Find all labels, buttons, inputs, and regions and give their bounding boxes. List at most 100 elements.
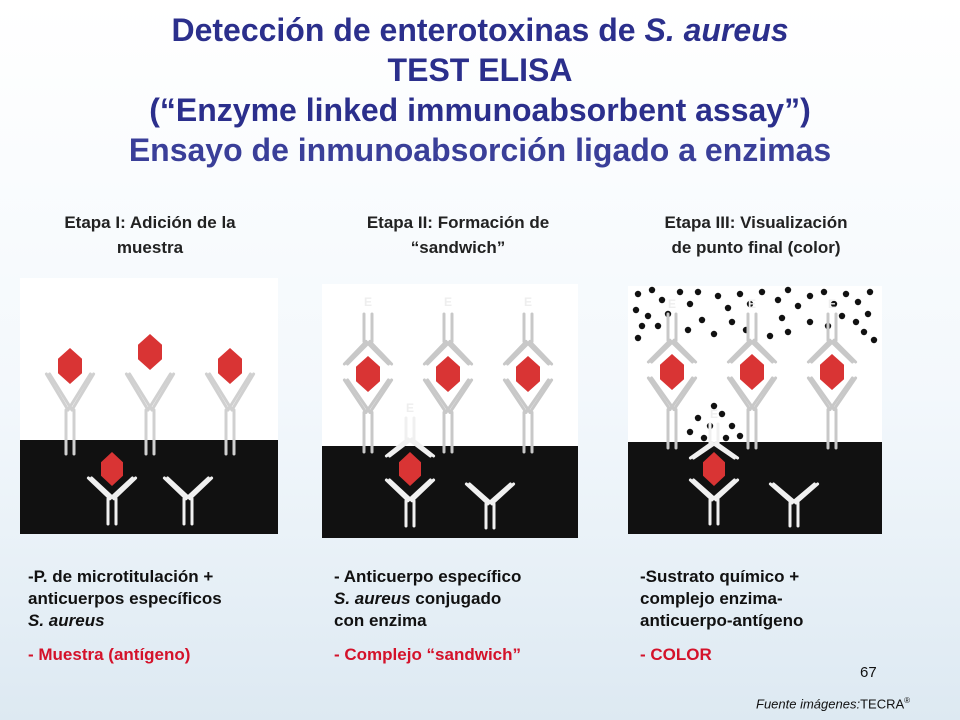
substrate-dot (698, 316, 706, 324)
stage-3-description: -Sustrato químico + complejo enzima- ant… (640, 566, 940, 666)
antibody-icon (86, 476, 138, 526)
stage-1-description: -P. de microtitulación + anticuerpos esp… (28, 566, 328, 666)
substrate-dot (648, 286, 656, 294)
image-source: Fuente imágenes:TECRA® (756, 696, 911, 712)
substrate-dot (736, 290, 744, 298)
substrate-dot (658, 296, 666, 304)
substrate-dot (820, 288, 828, 296)
antibody-icon (44, 372, 96, 456)
substrate-dot (694, 414, 702, 422)
well-surface (628, 442, 882, 534)
antigen-icon (58, 348, 82, 384)
antibody-icon (384, 478, 436, 528)
antibody-icon (464, 482, 516, 530)
antigen-icon (820, 354, 844, 390)
enzyme-label: E (668, 297, 676, 311)
substrate-dot (736, 432, 744, 440)
substrate-dot (830, 300, 838, 308)
antigen-icon (399, 452, 421, 486)
title-species: S. aureus (644, 12, 789, 48)
substrate-dot (644, 312, 652, 320)
antibody-icon (806, 312, 858, 364)
enzyme-label: E (524, 295, 532, 309)
substrate-dot (864, 310, 872, 318)
substrate-dot (870, 336, 878, 344)
substrate-dot (676, 288, 684, 296)
substrate-dot (728, 318, 736, 326)
substrate-dot (784, 286, 792, 294)
substrate-dot (854, 298, 862, 306)
stage-1-illustration (20, 278, 278, 534)
antibody-icon (342, 312, 394, 366)
antibody-icon (688, 422, 740, 460)
enzyme-label: E (828, 297, 836, 311)
substrate-dot (718, 410, 726, 418)
title-main-text: Detección de enterotoxinas de (171, 12, 645, 48)
antibody-icon (502, 378, 554, 454)
antibody-icon (726, 376, 778, 450)
antibody-icon (124, 372, 176, 456)
enzyme-label: E (364, 295, 372, 309)
substrate-dot (774, 296, 782, 304)
stage-2-highlight: - Complejo “sandwich” (334, 645, 522, 664)
substrate-dot (722, 434, 730, 442)
substrate-dot (694, 288, 702, 296)
stage-2-title: Etapa II: Formación de “sandwich” (366, 213, 550, 257)
stage-1-diagram (20, 278, 278, 534)
substrate-dot (638, 322, 646, 330)
substrate-dot (778, 314, 786, 322)
title-line-3: (“Enzyme linked immunoabsorbent assay”) (149, 92, 811, 128)
antigen-icon (101, 452, 123, 486)
slide-number: 67 (860, 664, 877, 681)
substrate-dot (842, 290, 850, 298)
substrate-dot (806, 292, 814, 300)
substrate-dot (794, 302, 802, 310)
title-line-4: Ensayo de inmunoabsorción ligado a enzim… (128, 132, 832, 168)
antigen-icon (138, 334, 162, 370)
antibody-icon (646, 376, 698, 450)
enzyme-label: E (406, 401, 414, 415)
substrate-dot (714, 292, 722, 300)
antibody-icon (342, 378, 394, 454)
substrate-dot (852, 318, 860, 326)
substrate-dot (728, 422, 736, 430)
substrate-dot (686, 428, 694, 436)
antibody-icon (422, 312, 474, 366)
slide-title: Detección de enterotoxinas de S. aureus … (0, 10, 960, 170)
substrate-dot (710, 402, 718, 410)
substrate-dot (634, 290, 642, 298)
antigen-icon (660, 354, 684, 390)
substrate-dot (724, 304, 732, 312)
antibody-icon (646, 312, 698, 364)
substrate-dot (634, 334, 642, 342)
antibody-icon (806, 376, 858, 450)
stage-1-highlight: - Muestra (antígeno) (28, 645, 191, 664)
substrate-dot (806, 318, 814, 326)
stage-3-highlight: - COLOR (640, 645, 712, 664)
substrate-dot (632, 306, 640, 314)
antigen-icon (740, 354, 764, 390)
antibody-icon (162, 476, 214, 526)
antigen-icon (218, 348, 242, 384)
title-line-2: TEST ELISA (387, 52, 573, 88)
stage-2-description: - Anticuerpo específico S. aureus conjug… (334, 566, 634, 666)
substrate-dot (746, 300, 754, 308)
enzyme-label: E (710, 407, 718, 421)
substrate-dot (866, 288, 874, 296)
antibody-icon (768, 482, 820, 528)
antibody-icon (384, 416, 436, 458)
antigen-icon (356, 356, 380, 392)
title-line-1: Detección de enterotoxinas de S. aureus (0, 10, 960, 50)
antibody-icon (204, 372, 256, 456)
substrate-dot (654, 322, 662, 330)
substrate-dot (710, 330, 718, 338)
substrate-dot (766, 332, 774, 340)
substrate-dot (784, 328, 792, 336)
antigen-icon (516, 356, 540, 392)
substrate-dot (860, 328, 868, 336)
substrate-dot (700, 434, 708, 442)
